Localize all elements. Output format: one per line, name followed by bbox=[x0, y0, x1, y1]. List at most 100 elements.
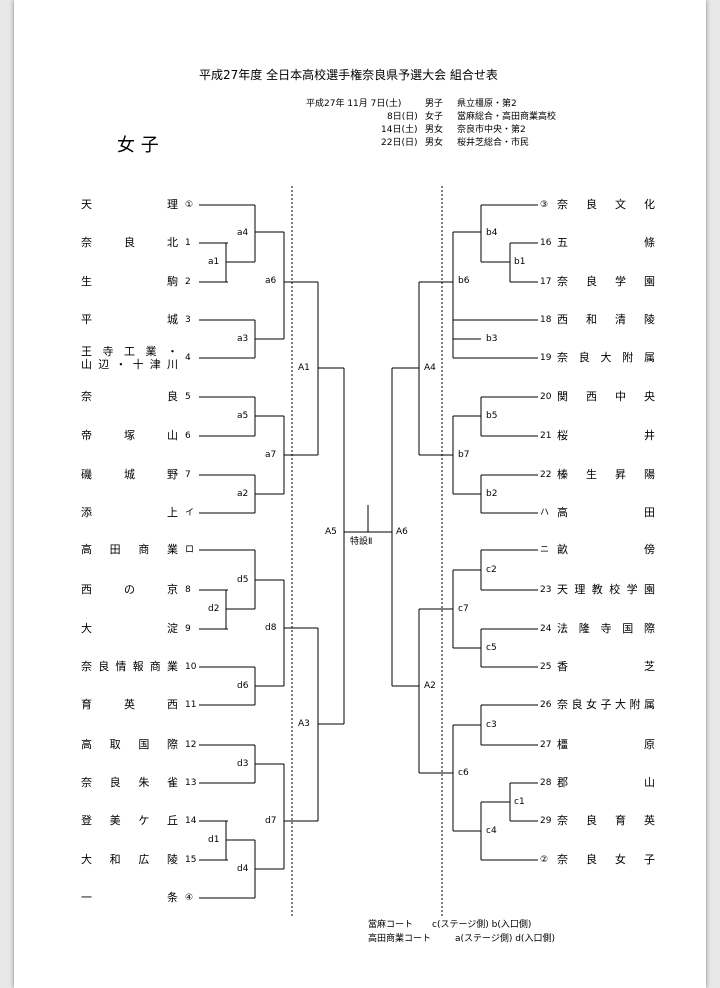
match-label-c3: c3 bbox=[486, 720, 497, 730]
team-name-left-1: 天理 bbox=[81, 198, 178, 211]
match-label-a5: a5 bbox=[237, 411, 249, 421]
team-seed-left-9: イ bbox=[185, 508, 195, 518]
match-label-b3: b3 bbox=[486, 334, 498, 344]
team-seed-left-8: 7 bbox=[185, 470, 191, 480]
schedule-date-2: 8日(日) bbox=[387, 112, 418, 122]
division-label: 女 子 bbox=[117, 135, 159, 156]
team-seed-right-17: 29 bbox=[540, 816, 552, 826]
team-seed-left-14: 11 bbox=[185, 700, 197, 710]
team-seed-right-10: ニ bbox=[540, 545, 550, 555]
match-label-c7: c7 bbox=[458, 604, 469, 614]
team-name-right-3: 奈良学園 bbox=[557, 275, 655, 288]
team-seed-right-1: ③ bbox=[540, 200, 549, 210]
match-label-b1: b1 bbox=[514, 257, 526, 267]
team-name-right-10: 畝傍 bbox=[557, 543, 655, 556]
match-label-d8: d8 bbox=[265, 623, 277, 633]
team-seed-right-13: 25 bbox=[540, 662, 552, 672]
team-seed-right-9: ハ bbox=[540, 508, 550, 518]
match-label-c1: c1 bbox=[514, 797, 525, 807]
team-name-left-9: 添上 bbox=[81, 506, 178, 519]
team-name-right-8: 榛生昇陽 bbox=[557, 468, 655, 481]
match-label-b6: b6 bbox=[458, 276, 470, 286]
footer-court-1: 當麻コート bbox=[368, 920, 414, 930]
team-name-right-1: 奈良文化 bbox=[557, 198, 655, 211]
team-seed-right-3: 17 bbox=[540, 277, 552, 287]
team-seed-right-15: 27 bbox=[540, 740, 552, 750]
team-name-right-5: 奈良大附属 bbox=[557, 351, 655, 364]
team-seed-right-2: 16 bbox=[540, 238, 552, 248]
team-seed-right-16: 28 bbox=[540, 778, 552, 788]
match-label-d5: d5 bbox=[237, 575, 249, 585]
team-name-left-11: 西の京 bbox=[81, 583, 178, 596]
team-name-left-2: 奈良北 bbox=[81, 236, 178, 249]
team-name-right-6: 関西中央 bbox=[557, 390, 655, 403]
team-name-left-4: 平城 bbox=[81, 313, 178, 326]
schedule-venue-4: 桜井芝総合・市民 bbox=[457, 138, 530, 148]
team-name-right-12: 法隆寺国際 bbox=[557, 622, 655, 635]
team-name-right-18: 奈良女子 bbox=[557, 853, 655, 866]
match-label-b5: b5 bbox=[486, 411, 498, 421]
schedule-date-1: 平成27年 11月 7日(土) bbox=[306, 99, 402, 109]
schedule-date-3: 14日(土) bbox=[381, 125, 418, 135]
team-seed-left-18: 15 bbox=[185, 855, 197, 865]
team-name-left-17: 登美ケ丘 bbox=[81, 814, 178, 827]
document-page: 平成27年度 全日本高校選手権奈良県予選大会 組合せ表 平成27年 11月 7日… bbox=[14, 0, 706, 988]
team-seed-right-11: 23 bbox=[540, 585, 552, 595]
match-label-d1: d1 bbox=[208, 835, 220, 845]
team-name-left-15: 高取国際 bbox=[81, 738, 178, 751]
team-name-left-8: 磯城野 bbox=[81, 468, 178, 481]
footer-court-2: 高田商業コート bbox=[368, 934, 432, 944]
team-seed-left-5: 4 bbox=[185, 353, 191, 363]
final-court-label: 特設Ⅱ bbox=[350, 537, 373, 547]
team-name-left-18: 大和広陵 bbox=[81, 853, 178, 866]
team-seed-right-14: 26 bbox=[540, 700, 552, 710]
schedule-date-4: 22日(日) bbox=[381, 138, 418, 148]
team-name-left-5-line2: 山辺・十津川 bbox=[81, 358, 178, 371]
team-seed-left-1: ① bbox=[185, 200, 194, 210]
team-name-left-14: 育英西 bbox=[81, 698, 178, 711]
match-label-c5: c5 bbox=[486, 643, 497, 653]
team-name-right-15: 橿原 bbox=[557, 738, 655, 751]
team-name-left-12: 大淀 bbox=[81, 622, 178, 635]
team-name-left-5: 王寺工業・ bbox=[81, 345, 178, 358]
team-seed-right-7: 21 bbox=[540, 431, 552, 441]
match-label-a3: a3 bbox=[237, 334, 249, 344]
bracket-lines bbox=[199, 186, 538, 917]
match-label-d2: d2 bbox=[208, 604, 220, 614]
team-seed-left-11: 8 bbox=[185, 585, 191, 595]
team-seed-left-4: 3 bbox=[185, 315, 191, 325]
team-seed-left-19: ④ bbox=[185, 893, 194, 903]
team-name-left-19: 一条 bbox=[81, 891, 178, 904]
match-label-d3: d3 bbox=[237, 759, 249, 769]
team-name-left-10: 高田商業 bbox=[81, 543, 178, 556]
schedule-venue-2: 當麻総合・高田商業高校 bbox=[457, 112, 557, 122]
team-seed-left-2: 1 bbox=[185, 238, 191, 248]
team-name-left-7: 帝塚山 bbox=[81, 429, 178, 442]
match-label-d4: d4 bbox=[237, 864, 249, 874]
team-name-right-16: 郡山 bbox=[557, 776, 655, 789]
team-name-right-9: 高田 bbox=[557, 506, 655, 519]
team-seed-right-6: 20 bbox=[540, 392, 552, 402]
team-name-right-2: 五條 bbox=[557, 236, 655, 249]
schedule-gender-4: 男女 bbox=[425, 138, 444, 148]
match-label-a2: A2 bbox=[424, 681, 436, 691]
team-seed-right-5: 19 bbox=[540, 353, 552, 363]
match-label-a3: A3 bbox=[298, 719, 310, 729]
team-seed-right-8: 22 bbox=[540, 470, 552, 480]
schedule-gender-2: 女子 bbox=[425, 112, 444, 122]
team-seed-right-12: 24 bbox=[540, 624, 552, 634]
team-name-right-4: 西和清陵 bbox=[557, 313, 655, 326]
schedule-venue-3: 奈良市中央・第2 bbox=[457, 125, 526, 135]
match-label-a6: A6 bbox=[396, 527, 408, 537]
match-label-a4: A4 bbox=[424, 363, 436, 373]
match-label-d7: d7 bbox=[265, 816, 277, 826]
schedule-gender-3: 男女 bbox=[425, 125, 444, 135]
team-seed-left-6: 5 bbox=[185, 392, 191, 402]
match-label-d6: d6 bbox=[237, 681, 249, 691]
match-label-a2: a2 bbox=[237, 489, 249, 499]
team-name-right-14: 奈良女子大附属 bbox=[557, 698, 655, 711]
team-seed-left-17: 14 bbox=[185, 816, 197, 826]
match-label-a7: a7 bbox=[265, 450, 277, 460]
team-seed-left-16: 13 bbox=[185, 778, 197, 788]
team-name-right-7: 桜井 bbox=[557, 429, 655, 442]
